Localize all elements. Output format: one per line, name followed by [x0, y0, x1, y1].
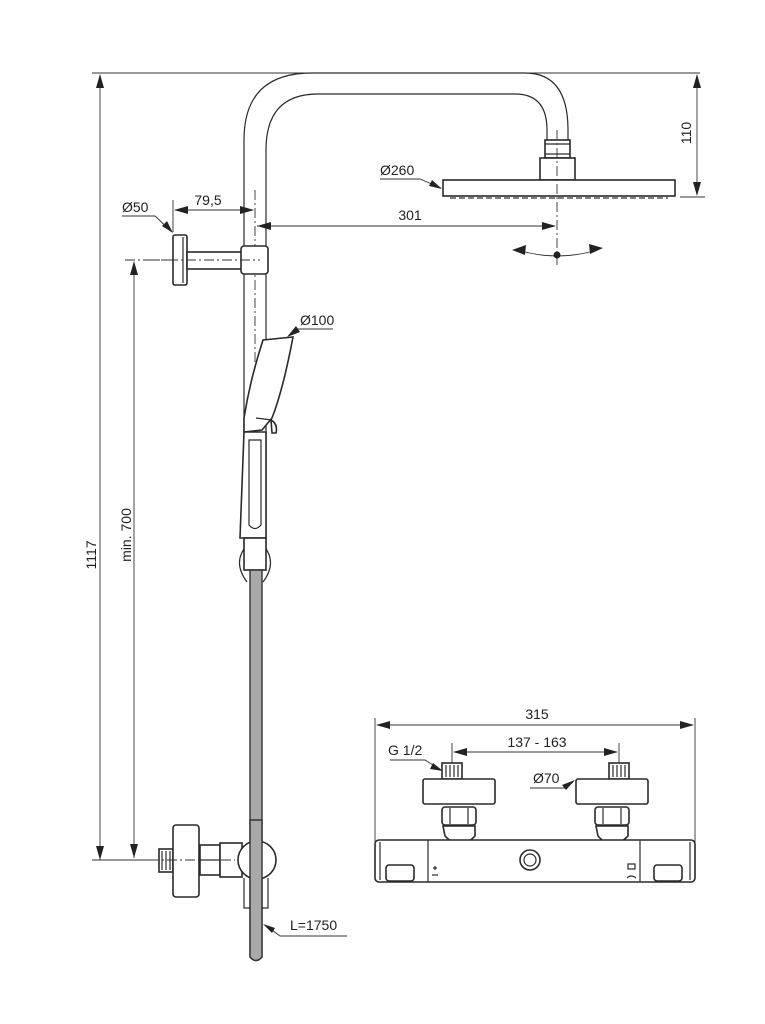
- callout-escutcheon-diameter: Ø70: [530, 770, 575, 790]
- arm-connector: [539, 139, 576, 181]
- label-overhead-diameter: Ø260: [380, 162, 414, 178]
- wall-bracket: [150, 234, 269, 286]
- dimension-arm-projection: 301: [257, 207, 556, 230]
- overhead-shower-head: [442, 130, 676, 265]
- callout-bracket-diameter: Ø50: [122, 199, 173, 233]
- label-inlet-centres: 137 - 163: [507, 734, 566, 750]
- label-min-height: min. 700: [118, 508, 134, 562]
- label-bracket-offset: 79,5: [194, 192, 221, 208]
- hose-overlay: [249, 819, 263, 962]
- plus-minus-icon: [432, 866, 438, 876]
- label-total-height: 1117: [83, 540, 99, 569]
- temperature-knob-icon[interactable]: [519, 849, 541, 871]
- label-escutcheon-diameter: Ø70: [533, 770, 560, 786]
- callout-hand-shower-diameter: Ø100: [287, 312, 334, 337]
- label-thermostat-width: 315: [525, 706, 549, 722]
- label-arm-projection: 301: [398, 207, 422, 223]
- slider-holder: [238, 537, 272, 583]
- label-head-drop: 110: [678, 122, 694, 145]
- shower-symbol-icon: [626, 863, 637, 879]
- hand-shower: [239, 336, 294, 539]
- label-hand-shower-diameter: Ø100: [300, 312, 334, 328]
- thermostat-inlet-right: [575, 762, 649, 845]
- dimension-min-height: min. 700: [118, 259, 200, 858]
- callout-overhead-diameter: Ø260: [380, 162, 442, 189]
- label-inlet-thread: G 1/2: [388, 742, 422, 758]
- dimension-bracket-offset: 79,5: [172, 192, 254, 232]
- thermostat-inlet-left: [422, 762, 496, 845]
- callout-hose-length: L=1750: [263, 917, 347, 937]
- swivel-arrows-icon: [512, 244, 603, 259]
- label-hose-length: L=1750: [290, 917, 337, 933]
- bottom-wall-connection: [95, 824, 277, 909]
- label-bracket-diameter: Ø50: [122, 199, 149, 215]
- dimension-head-drop: 110: [678, 74, 705, 198]
- riser-pipe: [243, 72, 569, 550]
- dimension-thermostat-width: 315: [374, 706, 696, 845]
- callout-inlet-thread: G 1/2: [388, 742, 443, 771]
